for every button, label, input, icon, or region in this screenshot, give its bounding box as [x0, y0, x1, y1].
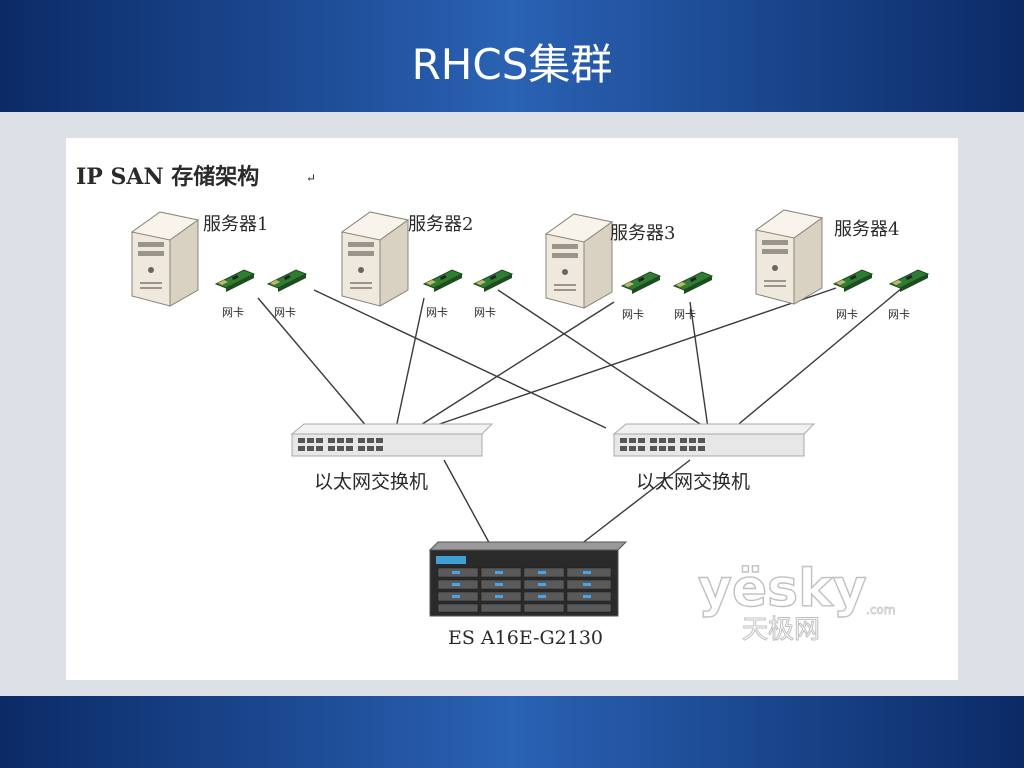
watermark-main: yësky — [698, 559, 867, 619]
server-icon — [131, 211, 199, 307]
switch-left: 以太网交换机 — [291, 423, 493, 493]
server-3-label: 服务器3 — [610, 223, 675, 244]
nic-label: 网卡 — [622, 308, 644, 321]
yesky-watermark: yësky .com 天极网 — [697, 558, 896, 645]
switch-icon — [291, 423, 493, 457]
ip-san-diagram: IP SAN 存储架构 ↵ 服务器1 网卡 网卡 服务器2 — [76, 164, 929, 649]
nic-icon — [423, 269, 463, 293]
server-4-label: 服务器4 — [834, 219, 899, 240]
nic-icon — [673, 271, 713, 295]
switch-icon — [613, 423, 815, 457]
nic-label: 网卡 — [426, 306, 448, 319]
nic-label: 网卡 — [474, 306, 496, 319]
server-icon — [341, 211, 409, 307]
server-2: 服务器2 网卡 网卡 — [341, 211, 513, 319]
switch-left-label: 以太网交换机 — [314, 471, 428, 493]
server-1: 服务器1 网卡 网卡 — [131, 211, 307, 319]
nic-label: 网卡 — [222, 306, 244, 319]
server-1-label: 服务器1 — [203, 214, 268, 235]
storage-array: ES A16E-G2130 — [428, 541, 628, 649]
nic-icon — [621, 271, 661, 295]
server-icon — [755, 209, 823, 305]
switch-right-label: 以太网交换机 — [636, 471, 750, 493]
nic-icon — [833, 269, 873, 293]
nic-label: 网卡 — [674, 308, 696, 321]
server-4: 服务器4 网卡 网卡 — [755, 209, 929, 321]
heading-return-mark: ↵ — [306, 171, 316, 185]
server-2-label: 服务器2 — [408, 214, 473, 235]
server-icon — [545, 213, 613, 309]
diagram-heading: IP SAN 存储架构 — [76, 164, 259, 190]
switch-right: 以太网交换机 — [613, 423, 815, 493]
nic-label: 网卡 — [274, 306, 296, 319]
slide-title: RHCS集群 — [411, 40, 613, 89]
diagram-panel: IP SAN 存储架构 ↵ 服务器1 网卡 网卡 服务器2 — [66, 138, 958, 680]
storage-label: ES A16E-G2130 — [448, 627, 603, 649]
storage-icon — [428, 541, 628, 617]
footer-band — [0, 696, 1024, 768]
header-band — [0, 0, 1024, 112]
nic-label: 网卡 — [888, 308, 910, 321]
network-links — [257, 287, 903, 549]
watermark-suffix: .com — [866, 603, 895, 617]
nic-icon — [473, 269, 513, 293]
server-3: 服务器3 网卡 网卡 — [545, 213, 713, 321]
nic-icon — [215, 269, 255, 293]
nic-icon — [889, 269, 929, 293]
nic-label: 网卡 — [836, 308, 858, 321]
watermark-sub: 天极网 — [742, 615, 820, 645]
nic-icon — [267, 269, 307, 293]
